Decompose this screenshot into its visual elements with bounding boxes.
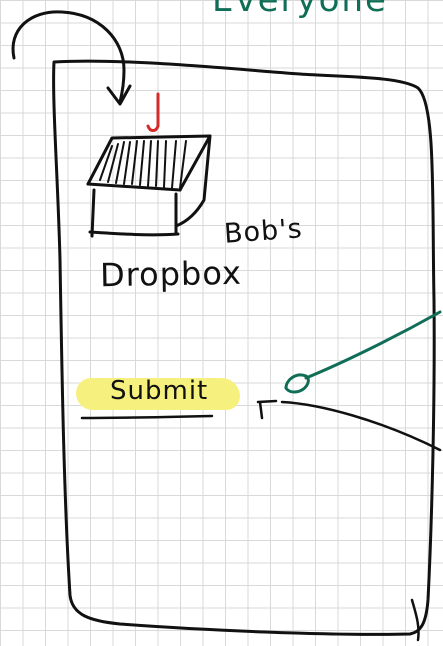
green-connector-icon [284, 310, 442, 394]
submit-highlight [76, 378, 240, 410]
page-outline-corner [410, 598, 420, 642]
submit-button[interactable]: Submit [76, 374, 240, 414]
connector-line [280, 400, 442, 452]
submit-underline [80, 414, 214, 420]
submit-label: Submit [110, 376, 209, 406]
dropbox-box-icon [86, 134, 212, 238]
page-outline [52, 59, 436, 636]
red-arrow-icon [146, 92, 160, 132]
dropbox-owner-label: Bob's [223, 213, 304, 250]
cursor-mark [256, 399, 278, 420]
curved-arrow-icon [11, 10, 132, 106]
partial-top-label: Everyone [212, 0, 388, 20]
dropbox-title: Dropbox [99, 253, 243, 295]
